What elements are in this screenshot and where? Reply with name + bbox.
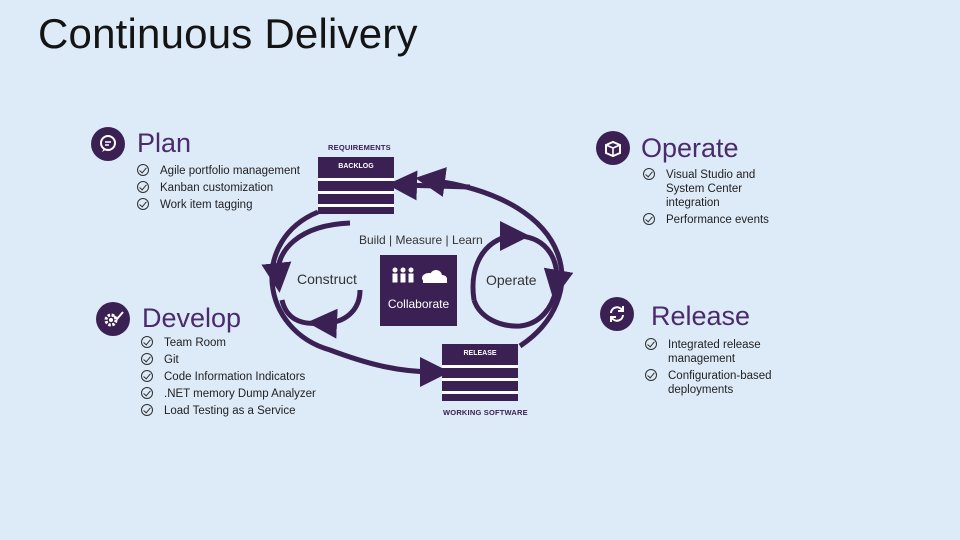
list-item: Work item tagging bbox=[137, 198, 300, 212]
check-icon bbox=[137, 164, 149, 176]
collaborate-box: Collaborate bbox=[380, 255, 457, 326]
stack-bar bbox=[318, 178, 394, 188]
plan-title: Plan bbox=[137, 128, 192, 158]
box-icon bbox=[596, 131, 630, 165]
list-item: Team Room bbox=[141, 336, 316, 350]
check-icon bbox=[141, 387, 153, 399]
build-measure-learn-label: Build | Measure | Learn bbox=[359, 233, 483, 247]
people-cloud-icon bbox=[392, 267, 447, 283]
list-item: Agile portfolio management bbox=[137, 164, 300, 178]
stack-bar bbox=[318, 204, 394, 214]
check-icon bbox=[141, 404, 153, 416]
collaborate-label: Collaborate bbox=[387, 297, 450, 311]
check-icon bbox=[137, 181, 149, 193]
develop-title: Develop bbox=[142, 303, 242, 333]
check-icon bbox=[643, 168, 655, 180]
list-item: Git bbox=[141, 353, 316, 367]
release-stack: RELEASE bbox=[442, 344, 518, 401]
stack-bar bbox=[442, 391, 518, 401]
check-icon bbox=[141, 353, 153, 365]
chat-bubble-icon bbox=[91, 127, 125, 161]
check-icon bbox=[137, 198, 149, 210]
check-icon bbox=[643, 213, 655, 225]
list-item: Kanban customization bbox=[137, 181, 300, 195]
operate-title: Operate bbox=[641, 133, 739, 163]
requirements-label: REQUIREMENTS bbox=[328, 143, 391, 152]
list-item: Load Testing as a Service bbox=[141, 404, 316, 418]
check-icon bbox=[141, 336, 153, 348]
list-item: .NET memory Dump Analyzer bbox=[141, 387, 316, 401]
check-icon bbox=[141, 370, 153, 382]
stack-bar bbox=[442, 378, 518, 388]
develop-list: Team Room Git Code Information Indicator… bbox=[141, 336, 316, 421]
construct-label: Construct bbox=[297, 271, 357, 287]
refresh-icon bbox=[600, 297, 634, 331]
check-icon bbox=[645, 369, 657, 381]
release-label: RELEASE bbox=[463, 349, 497, 357]
page-title: Continuous Delivery bbox=[38, 10, 418, 57]
stack-bar bbox=[318, 191, 394, 201]
release-title: Release bbox=[651, 301, 751, 331]
backlog-label: BACKLOG bbox=[338, 162, 374, 170]
list-item: Performance events bbox=[643, 213, 769, 227]
working-software-label: WORKING SOFTWARE bbox=[443, 408, 528, 417]
list-item: Code Information Indicators bbox=[141, 370, 316, 384]
check-icon bbox=[645, 338, 657, 350]
gear-check-icon bbox=[96, 302, 130, 336]
stack-bar bbox=[442, 365, 518, 375]
plan-list: Agile portfolio management Kanban custom… bbox=[137, 164, 300, 215]
operate-cycle-label: Operate bbox=[486, 272, 537, 288]
backlog-stack: BACKLOG bbox=[318, 157, 394, 214]
